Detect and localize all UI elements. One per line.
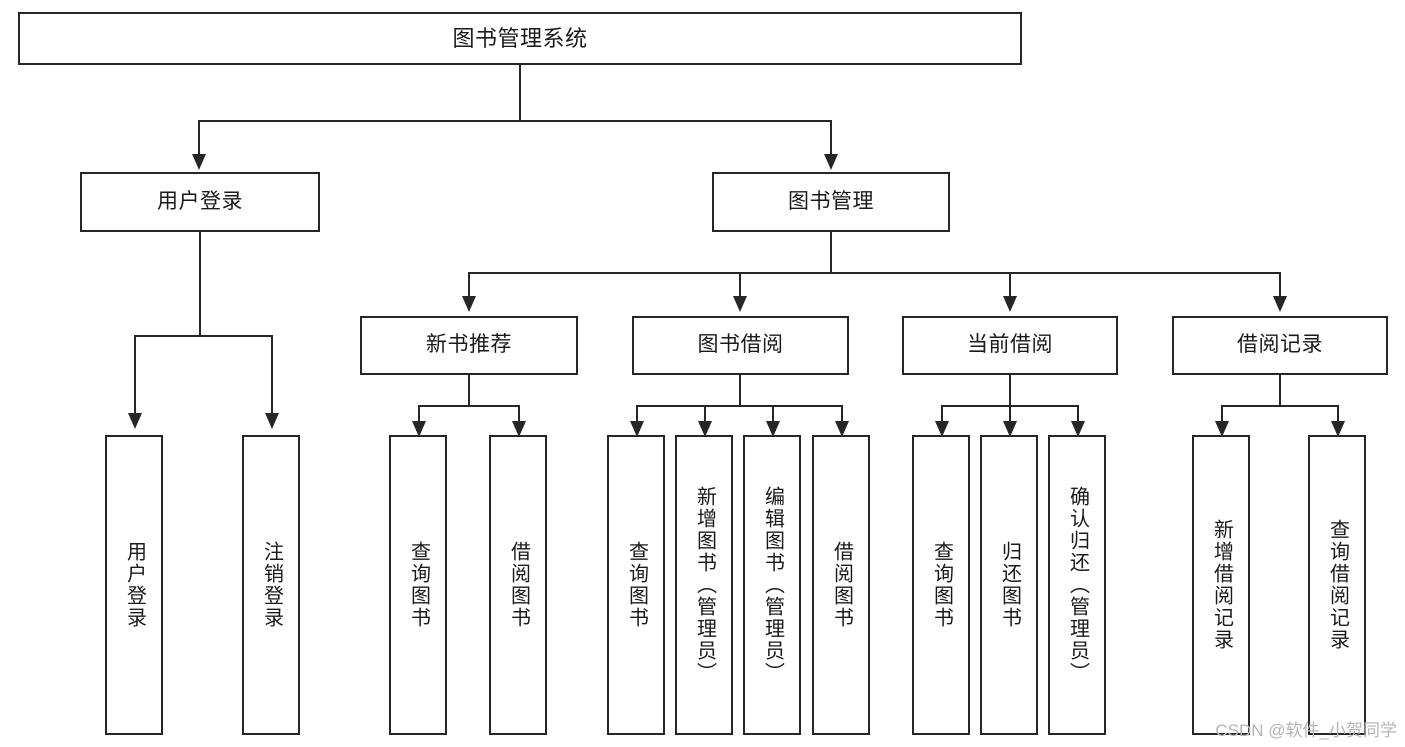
edge-to-current-borrow xyxy=(1009,272,1011,298)
edge-book-borrow-stem xyxy=(739,375,741,407)
leaf-borrow-book-1[interactable]: 借阅图书 xyxy=(489,435,547,735)
edge-borrow-record-stem xyxy=(1279,375,1281,407)
arrow-br-child-1 xyxy=(1215,421,1229,437)
leaf-confirm-return[interactable]: 确认归还（管理员） xyxy=(1048,435,1106,735)
arrow-user-login-child-2 xyxy=(265,413,279,429)
edge-to-borrow-record xyxy=(1279,272,1281,298)
node-label: 图书管理系统 xyxy=(452,25,588,51)
edge-nbr-child-2 xyxy=(518,405,520,423)
node-label: 图书管理 xyxy=(788,189,874,213)
arrow-to-book-manage xyxy=(824,154,838,170)
node-label: 确认归还（管理员） xyxy=(1066,486,1089,684)
node-new-book-recommend[interactable]: 新书推荐 xyxy=(360,316,578,375)
edge-current-borrow-stem xyxy=(1009,375,1011,407)
arrow-cb-child-2 xyxy=(1003,421,1017,437)
node-label: 查询图书 xyxy=(407,541,430,629)
edge-user-login-bus xyxy=(134,335,272,337)
arrow-br-child-2 xyxy=(1331,421,1345,437)
arrow-bb-child-1 xyxy=(630,421,644,437)
edge-cb-child-1 xyxy=(941,405,943,423)
leaf-user-logout[interactable]: 注销登录 xyxy=(242,435,300,735)
edge-cb-child-3 xyxy=(1077,405,1079,423)
node-book-manage[interactable]: 图书管理 xyxy=(712,172,950,232)
edge-br-child-2 xyxy=(1337,405,1339,423)
leaf-borrow-book-2[interactable]: 借阅图书 xyxy=(812,435,870,735)
arrow-to-book-borrow xyxy=(733,296,747,312)
node-label: 用户登录 xyxy=(123,541,146,629)
edge-to-book-manage xyxy=(830,120,832,156)
leaf-add-record[interactable]: 新增借阅记录 xyxy=(1192,435,1250,735)
edge-level2-bus xyxy=(468,272,1280,274)
node-label: 借阅图书 xyxy=(830,541,853,629)
edge-bb-child-1 xyxy=(636,405,638,423)
node-book-borrow[interactable]: 图书借阅 xyxy=(632,316,849,375)
node-label: 归还图书 xyxy=(998,541,1021,629)
arrow-bb-child-2 xyxy=(698,421,712,437)
node-label: 查询借阅记录 xyxy=(1326,519,1349,651)
edge-nbr-child-1 xyxy=(418,405,420,423)
leaf-query-book-2[interactable]: 查询图书 xyxy=(607,435,665,735)
edge-bb-child-2 xyxy=(704,405,706,423)
edge-br-child-1 xyxy=(1221,405,1223,423)
node-label: 查询图书 xyxy=(625,541,648,629)
arrow-to-new-book-recommend xyxy=(462,296,476,312)
node-label: 借阅记录 xyxy=(1237,333,1323,357)
arrow-to-current-borrow xyxy=(1003,296,1017,312)
edge-new-book-recommend-stem xyxy=(468,375,470,407)
leaf-return-book[interactable]: 归还图书 xyxy=(980,435,1038,735)
arrow-cb-child-1 xyxy=(935,421,949,437)
node-label: 借阅图书 xyxy=(507,541,530,629)
edge-user-login-child-2 xyxy=(271,335,273,415)
node-borrow-record[interactable]: 借阅记录 xyxy=(1172,316,1388,375)
edge-to-book-borrow xyxy=(739,272,741,298)
node-current-borrow[interactable]: 当前借阅 xyxy=(902,316,1118,375)
arrow-user-login-child-1 xyxy=(128,413,142,429)
csdn-watermark: CSDN @软件_小贺同学 xyxy=(1215,721,1397,740)
arrow-bb-child-4 xyxy=(835,421,849,437)
arrow-to-user-login xyxy=(192,154,206,170)
leaf-query-record[interactable]: 查询借阅记录 xyxy=(1308,435,1366,735)
leaf-query-book-1[interactable]: 查询图书 xyxy=(389,435,447,735)
edge-book-borrow-bus xyxy=(636,405,843,407)
node-root-system[interactable]: 图书管理系统 xyxy=(18,12,1022,65)
leaf-user-login[interactable]: 用户登录 xyxy=(105,435,163,735)
edge-book-manage-stem xyxy=(830,232,832,274)
edge-to-user-login xyxy=(198,120,200,156)
node-label: 新书推荐 xyxy=(426,333,512,357)
arrow-nbr-child-2 xyxy=(512,421,526,437)
node-label: 查询图书 xyxy=(930,541,953,629)
node-label: 新增图书（管理员） xyxy=(693,486,716,684)
node-label: 图书借阅 xyxy=(697,333,784,357)
arrow-nbr-child-1 xyxy=(412,421,426,437)
node-label: 编辑图书（管理员） xyxy=(761,486,784,684)
edge-borrow-record-bus xyxy=(1221,405,1339,407)
node-user-login[interactable]: 用户登录 xyxy=(80,172,320,232)
node-label: 注销登录 xyxy=(260,541,283,629)
node-label: 当前借阅 xyxy=(967,333,1053,357)
node-label: 用户登录 xyxy=(157,189,243,213)
edge-root-stem xyxy=(519,65,521,121)
leaf-edit-book[interactable]: 编辑图书（管理员） xyxy=(743,435,801,735)
edge-bb-child-4 xyxy=(841,405,843,423)
edge-cb-child-2 xyxy=(1009,405,1011,423)
edge-level1-bus xyxy=(198,120,832,122)
leaf-add-book[interactable]: 新增图书（管理员） xyxy=(675,435,733,735)
edge-bb-child-3 xyxy=(772,405,774,423)
edge-to-new-book-recommend xyxy=(468,272,470,298)
node-label: 新增借阅记录 xyxy=(1210,519,1233,651)
arrow-cb-child-3 xyxy=(1071,421,1085,437)
edge-new-book-recommend-bus xyxy=(418,405,520,407)
arrow-bb-child-3 xyxy=(766,421,780,437)
edge-user-login-child-1 xyxy=(134,335,136,415)
arrow-to-borrow-record xyxy=(1273,296,1287,312)
edge-user-login-stem xyxy=(199,232,201,336)
leaf-query-book-3[interactable]: 查询图书 xyxy=(912,435,970,735)
